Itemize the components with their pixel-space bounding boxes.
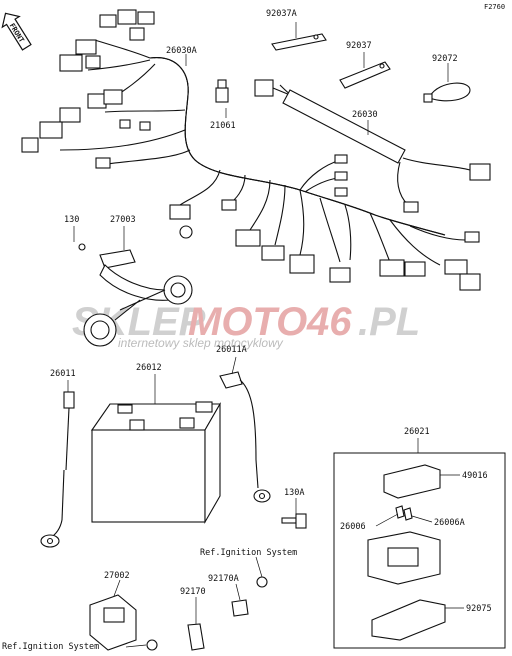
- reference-ignition-right: Ref.Ignition System: [200, 548, 297, 558]
- callout-27002: 27002: [104, 571, 130, 581]
- callout-92072: 92072: [432, 54, 458, 64]
- connector-21061: [215, 79, 229, 103]
- bolt-130A: [281, 513, 307, 529]
- reference-ignition-left: Ref.Ignition System: [2, 642, 99, 652]
- callout-49016: 49016: [462, 471, 488, 481]
- lead-26011: [40, 391, 75, 548]
- callout-26030A: 26030A: [166, 46, 197, 56]
- connector-cluster-top-left: [21, 9, 155, 169]
- junction-box-26021: [333, 452, 506, 649]
- callout-92170: 92170: [180, 587, 206, 597]
- part-27002: [89, 594, 137, 651]
- callout-26012: 26012: [136, 363, 162, 373]
- watermark: SKLEP MOTO 46 .PL internetowy sklep moto…: [72, 300, 420, 350]
- callout-21061: 21061: [210, 121, 236, 131]
- bracket-92170: [146, 623, 205, 651]
- watermark-text-d: .PL: [358, 300, 420, 344]
- front-arrow-icon: FRONT: [1, 12, 32, 51]
- callout-27003: 27003: [110, 215, 136, 225]
- callout-92037A: 92037A: [266, 9, 297, 19]
- callout-26021: 26021: [404, 427, 430, 437]
- watermark-text-b: MOTO: [188, 300, 307, 344]
- lead-26011A: [219, 371, 271, 503]
- callout-92075: 92075: [466, 604, 492, 614]
- callout-92170A: 92170A: [208, 574, 239, 584]
- figure-code: F2760: [484, 3, 505, 11]
- watermark-text-c: 46: [306, 300, 352, 344]
- bracket-92170A: [231, 576, 268, 617]
- clamp-92037: [339, 61, 391, 89]
- clamp-92037A: [271, 33, 327, 51]
- callout-26006A: 26006A: [434, 518, 465, 528]
- band-92072: [423, 82, 471, 103]
- callout-26011: 26011: [50, 369, 76, 379]
- horn-assembly-27003: [78, 243, 193, 347]
- sub-harness-26030: [254, 79, 491, 213]
- leader-lines: [67, 22, 464, 648]
- battery-26012: [90, 401, 221, 525]
- callout-130A: 130A: [284, 488, 304, 498]
- callout-labels: 92037A 92037 92072 26030A 21061 26030 13…: [2, 9, 492, 652]
- connector-cluster-middle: [169, 154, 481, 291]
- callout-26030: 26030: [352, 110, 378, 120]
- callout-26011A: 26011A: [216, 345, 247, 355]
- callout-92037: 92037: [346, 41, 372, 51]
- callout-26006: 26006: [340, 522, 366, 532]
- callout-130-top: 130: [64, 215, 79, 225]
- watermark-tagline: internetowy sklep motocyklowy: [118, 336, 284, 350]
